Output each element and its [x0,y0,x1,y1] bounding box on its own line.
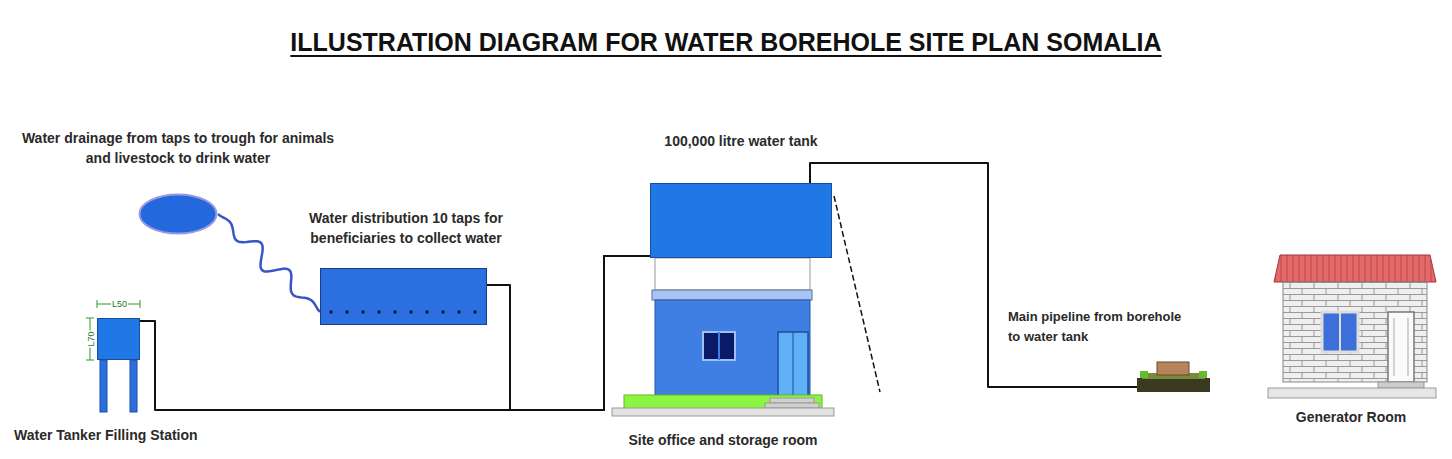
dimension-label: L70 [86,330,96,347]
drain-pipe [218,214,320,312]
ground-slab [1268,388,1436,398]
office-door [778,332,808,398]
trough-outline [138,193,218,235]
stand-leg [130,360,137,412]
water-pipe [810,163,1137,387]
generator-window [1322,312,1358,352]
water-pipe [487,256,650,410]
door-line [1394,318,1408,376]
ground-slab [612,408,834,416]
dimension-label: L50 [111,299,128,309]
borehole-base [1137,378,1210,392]
step [1378,382,1424,388]
node-label: Water distribution 10 taps for beneficia… [281,208,531,248]
borehole-side [1140,371,1148,378]
diagram-title: ILLUSTRATION DIAGRAM FOR WATER BOREHOLE … [0,28,1452,57]
window-bar [1339,312,1341,352]
green-base [624,395,822,409]
dimension-line [97,300,140,308]
brick-wall [1283,282,1427,382]
office-window [703,332,735,360]
generator-room: Generator Room [1268,253,1434,400]
node-label: Water drainage from taps to trough for a… [18,128,338,168]
ladder [834,196,880,392]
window-bar [718,332,720,360]
tanker-tank: Water Tanker Filling Station [97,318,140,360]
node-label: 100,000 litre water tank [621,131,861,151]
trough-ellipse: Water drainage from taps to trough for a… [138,193,218,235]
site-office: Site office and storage room100,000 litr… [612,183,834,416]
roof [1274,255,1436,282]
node-label: Water Tanker Filling Station [14,425,254,445]
node-label: Site office and storage room [573,430,873,450]
water-pipe [140,256,650,410]
door-line [793,332,794,398]
office-wall [655,300,810,397]
step [765,403,819,408]
generator-door [1388,312,1414,382]
borehole-cap [1157,362,1189,375]
node-label: Main pipeline from borehole to water tan… [1008,307,1183,347]
trough-shape [140,195,217,234]
stand-leg [100,360,107,412]
borehole: Main pipeline from borehole to water tan… [1137,362,1210,392]
water-tank: 100,000 litre water tank [650,183,832,258]
step [770,398,814,403]
floor-slab [652,290,812,300]
open-floor [655,258,810,290]
borehole-side [1199,371,1207,378]
node-label: Generator Room [1251,407,1451,427]
tap-stand: Water distribution 10 taps for beneficia… [320,268,487,325]
